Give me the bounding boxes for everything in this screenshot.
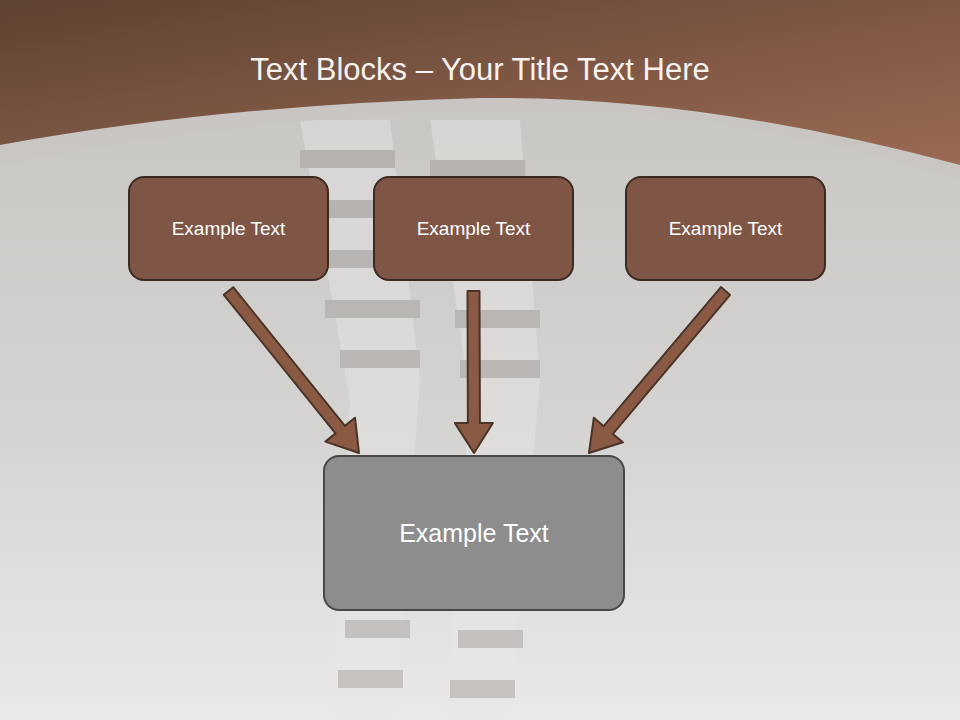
box-text: Example Text [669,218,783,240]
text-box: Example Text [128,176,329,281]
text-box: Example Text [323,455,625,611]
block-arrow [224,287,359,453]
box-text: Example Text [399,519,549,548]
box-text: Example Text [172,218,286,240]
box-text: Example Text [417,218,531,240]
slide-title: Text Blocks – Your Title Text Here [20,52,940,88]
text-box: Example Text [625,176,826,281]
block-arrow [455,291,493,453]
block-arrow [589,287,730,453]
text-box: Example Text [373,176,574,281]
